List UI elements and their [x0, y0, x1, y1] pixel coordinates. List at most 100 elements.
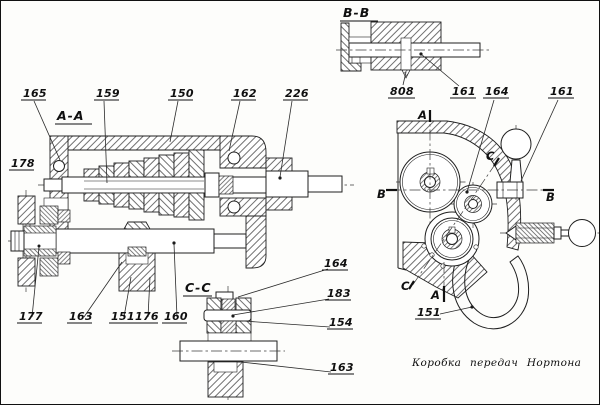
cc-pin-183	[203, 309, 252, 322]
cover-stack-lower	[57, 251, 71, 265]
callout-226: 226	[285, 87, 309, 100]
section-marker-a-top: A	[417, 108, 427, 122]
cc-bottom-notch	[213, 361, 238, 373]
section-marker-b-left: В	[377, 187, 386, 201]
shaft-end-cap	[10, 230, 25, 252]
middle-gear-bore	[468, 199, 478, 209]
callout-163-cc: 163	[330, 361, 354, 374]
callout-160: 160	[164, 310, 188, 323]
leader-165	[33, 100, 61, 161]
output-bearing-top	[265, 157, 293, 172]
pinion-upper	[39, 205, 59, 225]
leader-226	[279, 100, 293, 178]
callout-183: 183	[327, 287, 351, 300]
lower-shaft-stub	[213, 233, 247, 249]
view-cc-section: C-C 164 183 154 163	[172, 257, 354, 401]
cc-gear-hub	[207, 332, 252, 342]
leader-183	[232, 298, 330, 316]
leader-163-cc	[240, 361, 332, 373]
bb-pin-tip	[401, 69, 411, 79]
swing-arm	[452, 251, 530, 330]
handwheel-rim-top	[17, 195, 36, 225]
flange-hole-upper	[227, 151, 241, 165]
pinion-lower	[39, 257, 59, 277]
lower-gear-key	[448, 226, 456, 234]
leader-164-cc	[237, 268, 329, 298]
leader-151	[123, 276, 132, 318]
callout-154: 154	[329, 316, 353, 329]
shaft-bearing-cap-top	[123, 221, 151, 230]
callout-178: 178	[11, 157, 35, 170]
callout-162: 162	[233, 87, 257, 100]
callout-150: 150	[170, 87, 194, 100]
view-title-aa: A-A	[56, 108, 85, 123]
leader-161-bb	[420, 53, 460, 87]
housing-bolt-hole	[53, 160, 65, 172]
callout-161-bb: 161	[452, 85, 476, 98]
gear-cone-lower	[83, 192, 205, 221]
bb-lock-pin	[400, 37, 412, 71]
callout-159: 159	[96, 87, 120, 100]
lower-handle-ball	[568, 219, 596, 247]
callout-176: 176	[135, 310, 159, 323]
view-title-cc: C-C	[185, 280, 212, 295]
large-gear-key	[426, 167, 435, 175]
upper-shaft-left-stub	[43, 178, 63, 192]
callout-808: 808	[390, 85, 414, 98]
shaft-collar	[204, 172, 220, 198]
cc-stud	[221, 298, 236, 311]
output-shaft-small	[307, 175, 343, 193]
callout-151-side: 151	[417, 306, 441, 319]
lower-handle-collar	[553, 226, 562, 240]
callout-163-aa: 163	[69, 310, 93, 323]
handwheel-rim-bottom	[17, 257, 36, 287]
leader-161-side	[520, 99, 559, 182]
lower-handle-rod	[560, 229, 570, 237]
flange-hole-lower	[227, 200, 241, 214]
leader-159	[103, 100, 108, 184]
section-marker-b-right: В	[546, 190, 555, 204]
section-marker-a-bottom: A	[430, 288, 440, 302]
leader-176	[147, 276, 151, 318]
output-bearing-bottom	[265, 196, 293, 211]
upper-shaft	[61, 176, 267, 194]
view-side: 164 161 151 A A В В C C	[377, 85, 599, 330]
view-aa-section: A-A 165 159 150 162 226 178 177 163 151 …	[8, 87, 354, 324]
leader-163	[83, 261, 123, 318]
lower-gear-bore	[446, 233, 458, 245]
right-flange-bottom	[245, 215, 267, 269]
leader-177	[31, 246, 40, 318]
upper-handle-ball	[500, 128, 532, 160]
section-marker-c-top: C	[486, 149, 495, 163]
callout-164-cc: 164	[324, 257, 348, 270]
casing-band	[396, 120, 522, 251]
right-flange-top	[219, 135, 267, 169]
leader-164-side	[466, 99, 495, 193]
shaft-nut	[218, 175, 234, 195]
section-marker-c-bottom: C	[401, 279, 410, 293]
callout-165: 165	[23, 87, 47, 100]
output-shaft-large	[265, 170, 309, 198]
view-title-bb: В-В	[343, 5, 370, 20]
drawing-caption: Коробка передач Нортона	[411, 357, 581, 369]
callout-177: 177	[19, 310, 43, 323]
cover-stack-upper	[57, 209, 71, 223]
handwheel	[10, 195, 57, 287]
callout-164-side: 164	[485, 85, 509, 98]
bracket-cap	[127, 246, 147, 257]
cc-ring	[220, 320, 237, 334]
right-flange-mid	[219, 197, 267, 217]
callout-161-side: 161	[550, 85, 574, 98]
callout-151-aa: 151	[111, 310, 135, 323]
leader-151-side	[439, 306, 473, 315]
lower-handle-thread	[515, 222, 555, 244]
leader-150	[169, 100, 179, 143]
leader-162	[228, 100, 241, 152]
section-line-c	[411, 162, 497, 287]
leader-160	[173, 243, 178, 318]
view-bb-section: В-В 808 161	[336, 5, 490, 99]
upper-handle-stem	[509, 159, 523, 183]
leader-808	[402, 71, 407, 86]
